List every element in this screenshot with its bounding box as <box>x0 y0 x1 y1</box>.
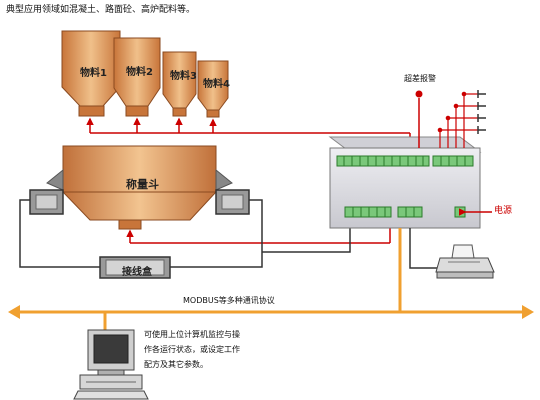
relay-contact-icons <box>437 90 486 134</box>
weigh-hopper <box>61 145 218 230</box>
weigh-hopper-label: 称量斗 <box>126 178 159 191</box>
load-cell-right <box>215 168 250 215</box>
alarm-lamp <box>415 90 423 148</box>
hopper-1-label: 物料1 <box>80 68 107 79</box>
junction-box <box>99 256 171 279</box>
hopper-3 <box>162 51 197 117</box>
modbus-bus <box>8 228 534 330</box>
hopper-4-label: 物料4 <box>203 79 230 90</box>
printer-icon <box>409 228 495 279</box>
hopper-4 <box>197 60 229 118</box>
load-cell-left <box>29 168 64 215</box>
valve-control-lines <box>86 117 411 244</box>
bus-label: MODBUS等多种通讯协议 <box>183 296 275 305</box>
relay-outputs <box>439 93 478 148</box>
hopper-1 <box>61 30 121 117</box>
computer-icon <box>73 329 149 400</box>
hopper-2 <box>113 37 161 117</box>
hopper-2-label: 物料2 <box>126 67 153 78</box>
sensor-wiring <box>19 199 351 268</box>
pc-caption-line-1: 可使用上位计算机监控与操 <box>144 330 240 339</box>
power-label: 电源 <box>494 206 513 216</box>
junction-box-label: 接线盒 <box>122 267 152 278</box>
controller-panel <box>328 136 482 229</box>
pc-caption-line-2: 作各运行状态，或设定工作 <box>144 345 240 354</box>
header-text: 典型应用领域如混凝土、路面砼、高炉配料等。 <box>6 5 196 15</box>
alarm-label: 超差报警 <box>404 74 436 83</box>
pc-caption-line-3: 配方及其它参数。 <box>144 360 208 369</box>
hopper-3-label: 物料3 <box>170 71 197 82</box>
